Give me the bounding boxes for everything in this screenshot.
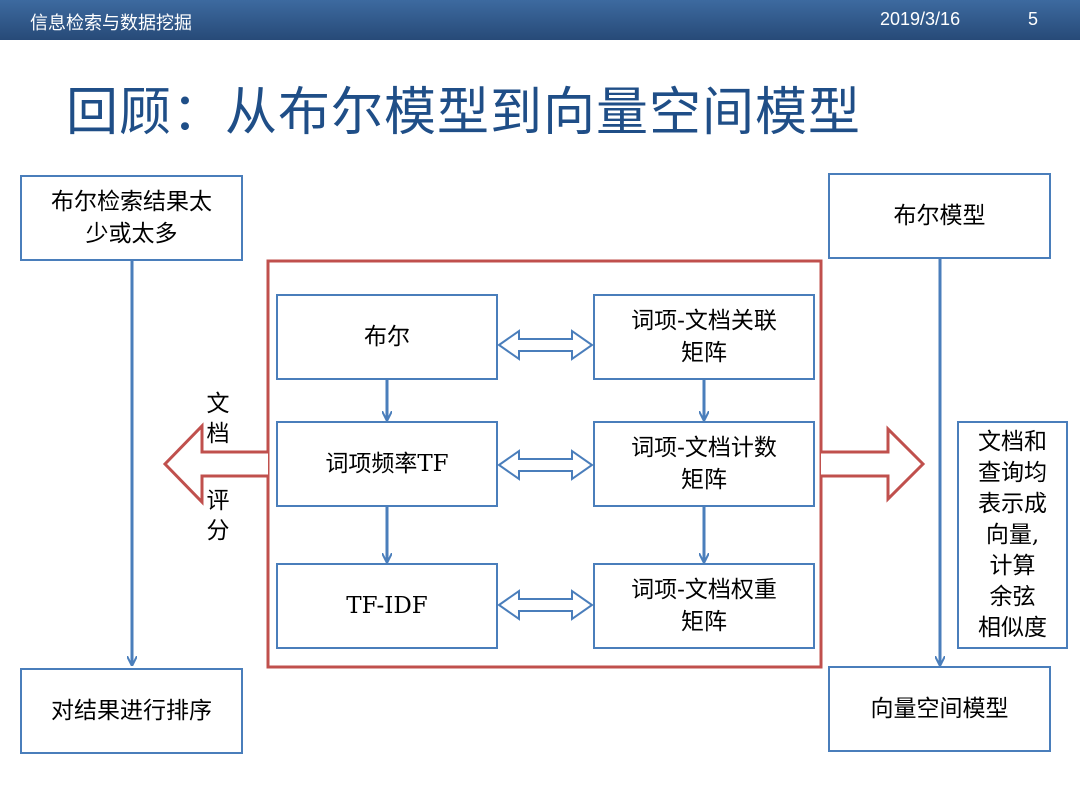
left-outline-arrow (162, 422, 268, 506)
boolean-model-label: 布尔模型 (893, 203, 986, 229)
desc-line-1: 文档和 (978, 428, 1047, 455)
boolean-result-problem-box: 布尔检索结果太 少或太多 (20, 175, 243, 261)
slide-title: 回顾：从布尔模型到向量空间模型 (66, 83, 862, 143)
count-line-1: 词项-文档计数 (631, 435, 777, 461)
count-line-2: 矩阵 (681, 467, 727, 493)
desc-line-5: 计算 (989, 552, 1036, 579)
desc-line-6: 余弦 (989, 583, 1036, 610)
boolean-box: 布尔 (276, 294, 498, 380)
double-arrow-1 (497, 329, 594, 361)
tf-box: 词项频率TF (276, 421, 498, 507)
problem-line-2: 少或太多 (85, 221, 178, 247)
boolean-model-box: 布尔模型 (828, 173, 1051, 259)
weight-matrix-box: 词项-文档权重 矩阵 (593, 563, 815, 649)
slide-date: 2019/3/16 (880, 9, 961, 29)
tfidf-box: TF-IDF (276, 563, 498, 649)
desc-line-2: 查询均 (978, 459, 1047, 486)
incidence-line-2: 矩阵 (681, 340, 727, 366)
incidence-matrix-box: 词项-文档关联 矩阵 (593, 294, 815, 380)
vector-space-model-box: 向量空间模型 (828, 666, 1051, 752)
desc-line-4: 向量, (985, 521, 1040, 548)
weight-line-2: 矩阵 (681, 609, 727, 635)
double-arrow-3 (497, 589, 594, 621)
header-bar: 信息检索与数据挖掘 2019/3/16 5 (0, 0, 1080, 40)
doc-label-char-2: 档 (206, 421, 230, 447)
count-matrix-box: 词项-文档计数 矩阵 (593, 421, 815, 507)
rank-results-box: 对结果进行排序 (20, 668, 243, 754)
score-label-char-1: 评 (206, 488, 230, 514)
vector-description-box: 文档和 查询均 表示成 向量, 计算 余弦 相似度 (957, 421, 1068, 649)
score-label-bottom: 评 分 (203, 486, 233, 546)
boolean-label: 布尔 (364, 324, 410, 350)
course-name: 信息检索与数据挖掘 (30, 13, 192, 33)
problem-line-1: 布尔检索结果太 (51, 189, 212, 215)
incidence-line-1: 词项-文档关联 (631, 308, 777, 334)
doc-label-top: 文 档 (203, 389, 233, 449)
weight-line-1: 词项-文档权重 (631, 577, 777, 603)
tf-label: 词项频率TF (325, 451, 449, 477)
tfidf-label: TF-IDF (346, 593, 428, 619)
right-outline-arrow (821, 425, 926, 503)
double-arrow-2 (497, 449, 594, 481)
desc-line-3: 表示成 (978, 490, 1047, 517)
page-number: 5 (1028, 9, 1039, 29)
vector-space-model-label: 向量空间模型 (870, 696, 1009, 722)
score-label-char-2: 分 (206, 518, 230, 544)
doc-label-char-1: 文 (206, 391, 230, 417)
desc-line-7: 相似度 (978, 614, 1047, 641)
rank-results-label: 对结果进行排序 (51, 698, 212, 724)
